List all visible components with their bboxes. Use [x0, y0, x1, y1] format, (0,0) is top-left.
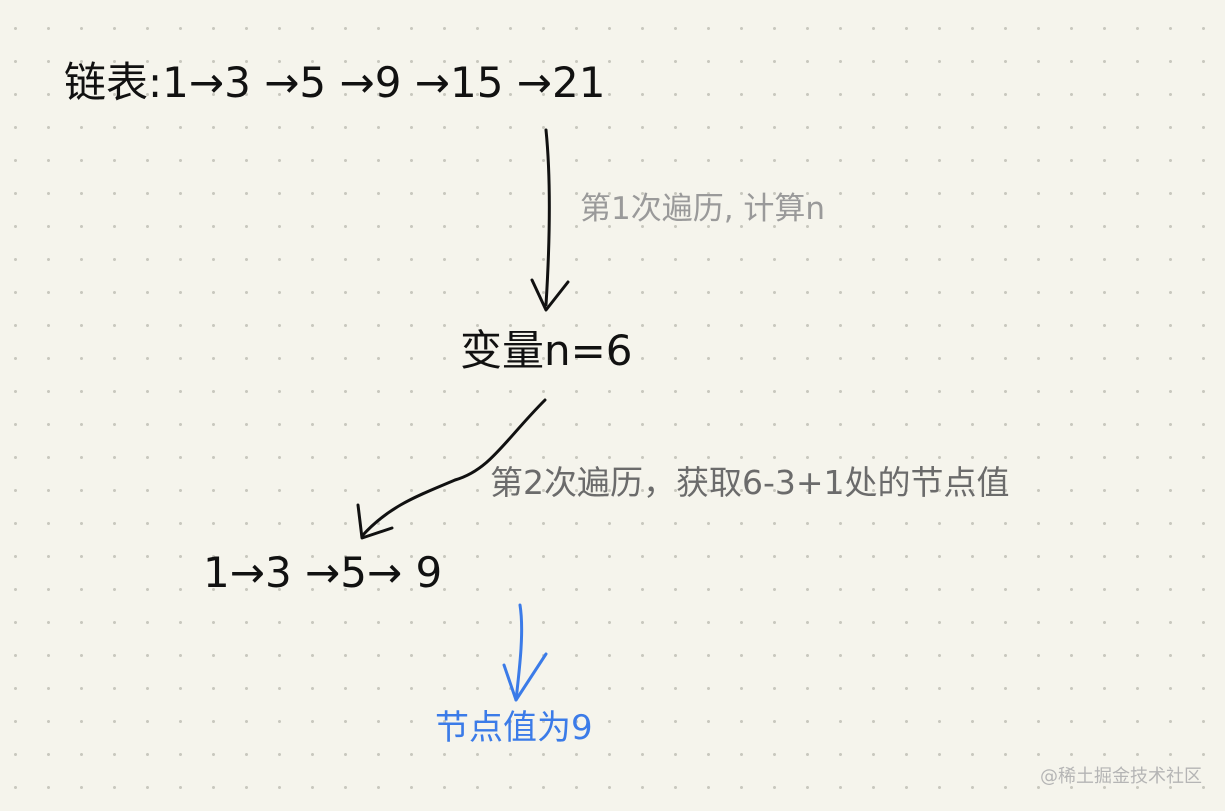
arrow-curve-2	[360, 398, 547, 538]
result-text: 节点值为9	[435, 708, 593, 748]
list-node: 3	[264, 548, 292, 597]
list-node: 5	[340, 548, 367, 597]
arrow-head-2	[356, 503, 394, 540]
list-arrow: →	[414, 58, 450, 107]
list-arrow: →	[188, 58, 225, 107]
list-node: 3	[224, 58, 251, 107]
step2-note: 第2次遍历，获取6-3+1处的节点值	[490, 463, 1010, 502]
list-node: 1	[162, 58, 189, 107]
list-node: 5	[299, 58, 327, 107]
list-node: 1	[203, 548, 230, 597]
linked-list-row: 链表:1→3 →5 →9 →15 →21	[64, 62, 605, 104]
list-node: 15	[449, 58, 504, 107]
arrow-down-3	[514, 603, 524, 702]
list-node: 9	[415, 548, 443, 597]
arrow-head-1	[530, 278, 570, 312]
list-arrow: →	[229, 548, 265, 597]
arrow-down-1	[544, 128, 551, 307]
list-node: 9	[374, 58, 402, 107]
list-arrow: →	[305, 548, 341, 597]
list-node: 21	[552, 58, 606, 107]
watermark: @稀土掘金技术社区	[1040, 766, 1202, 787]
variable-n: 变量n=6	[460, 326, 633, 375]
list-arrow: →	[366, 548, 403, 597]
sub-list-row: 1→3 →5→ 9	[203, 552, 442, 594]
linked-list-label: 链表:	[64, 58, 163, 107]
arrow-head-3	[502, 652, 548, 702]
list-arrow: →	[516, 58, 552, 107]
list-arrow: →	[264, 58, 300, 107]
step1-note: 第1次遍历, 计算n	[580, 191, 826, 227]
list-arrow: →	[339, 58, 375, 107]
